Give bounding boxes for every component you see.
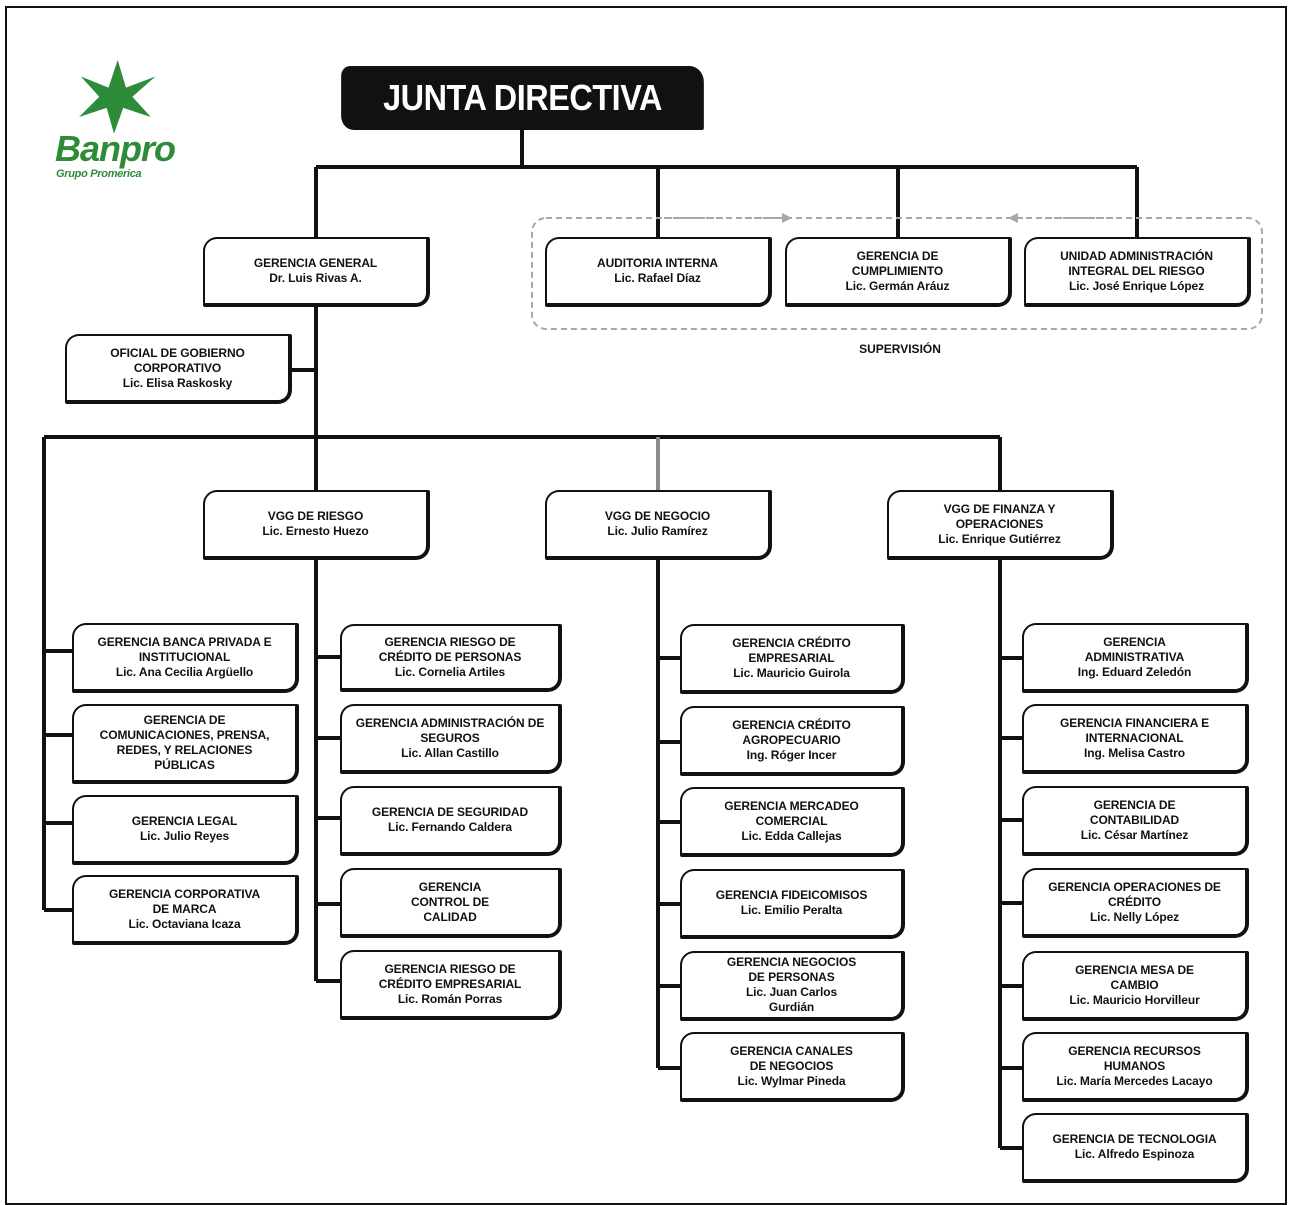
gerencia-fideicomisos-box: GERENCIA FIDEICOMISOS Lic. Emilio Peralt… [680, 869, 905, 939]
box-name: Lic. Román Porras [397, 991, 503, 1006]
box-name: Lic. Allan Castillo [401, 745, 499, 760]
box-name: Lic. Ana Cecilia Argüello [115, 664, 254, 679]
box-title: GERENCIA DE TECNOLOGIA [1052, 1132, 1217, 1146]
box-title: GERENCIA OPERACIONES DE CRÉDITO [1048, 879, 1221, 909]
vgg-negocio-box: VGG DE NEGOCIO Lic. Julio Ramírez [545, 490, 772, 560]
box-name: Lic. Rafael Díaz [614, 271, 701, 285]
box-title: GERENCIA RIESGO DE CRÉDITO EMPRESARIAL [378, 961, 522, 991]
gerencia-negocios-personas-box: GERENCIA NEGOCIOS DE PERSONAS Lic. Juan … [680, 951, 905, 1021]
box-name: Ing. Róger Incer [746, 747, 837, 762]
box-name: Lic. Julio Reyes [139, 829, 230, 843]
box-title: GERENCIA CANALES DE NEGOCIOS [730, 1043, 853, 1073]
box-title: GERENCIA CRÉDITO EMPRESARIAL [732, 635, 851, 665]
logo-subtitle: Grupo Promerica [56, 168, 142, 180]
box-title: GERENCIA CONTROL DE CALIDAD [410, 879, 490, 924]
box-name: Lic. Elisa Raskosky [122, 375, 233, 390]
box-title: GERENCIA MERCADEO COMERCIAL [724, 798, 859, 828]
star-logo-icon [79, 60, 156, 134]
gerencia-comunicaciones-box: GERENCIA DE COMUNICACIONES, PRENSA, REDE… [72, 704, 299, 784]
box-title: AUDITORIA INTERNA [597, 256, 718, 270]
box-name: Lic. José Enrique López [1068, 278, 1205, 293]
box-title: GERENCIA BANCA PRIVADA E INSTITUCIONAL [97, 634, 272, 664]
gerencia-mercadeo-box: GERENCIA MERCADEO COMERCIAL Lic. Edda Ca… [680, 787, 905, 857]
box-name: Lic. Edda Callejas [741, 828, 842, 843]
gerencia-legal-box: GERENCIA LEGAL Lic. Julio Reyes [72, 795, 299, 865]
gerencia-contabilidad-box: GERENCIA DE CONTABILIDAD Lic. César Mart… [1022, 786, 1249, 856]
gerencia-cumplimiento-box: GERENCIA DE CUMPLIMIENTO Lic. Germán Ará… [785, 237, 1012, 307]
box-title: GERENCIA GENERAL [253, 256, 378, 270]
box-title: VGG DE RIESGO [267, 509, 364, 523]
box-title: UNIDAD ADMINISTRACIÓN INTEGRAL DEL RIESG… [1060, 248, 1213, 278]
gerencia-financiera-box: GERENCIA FINANCIERA E INTERNACIONAL Ing.… [1022, 704, 1249, 774]
gerencia-riesgo-empresarial-box: GERENCIA RIESGO DE CRÉDITO EMPRESARIAL L… [340, 950, 562, 1020]
box-name: Lic. Wylmar Pineda [737, 1073, 846, 1088]
box-title: GERENCIA DE COMUNICACIONES, PRENSA, REDE… [99, 713, 270, 772]
box-name: Lic. Octaviana Icaza [128, 916, 241, 931]
gerencia-canales-box: GERENCIA CANALES DE NEGOCIOS Lic. Wylmar… [680, 1032, 905, 1102]
box-title: GERENCIA CRÉDITO AGROPECUARIO [732, 717, 851, 747]
box-name: Lic. Nelly López [1089, 909, 1180, 924]
unidad-riesgo-box: UNIDAD ADMINISTRACIÓN INTEGRAL DEL RIESG… [1024, 237, 1251, 307]
box-title: GERENCIA ADMINISTRATIVA [1084, 634, 1185, 664]
supervision-label: SUPERVISIÓN [859, 342, 941, 356]
box-title: OFICIAL DE GOBIERNO CORPORATIVO [110, 345, 245, 375]
box-title: GERENCIA DE CONTABILIDAD [1089, 797, 1180, 827]
box-name: Ing. Melisa Castro [1084, 745, 1185, 760]
box-name: Lic. Alfredo Espinoza [1074, 1147, 1195, 1161]
page-frame [5, 6, 1287, 1205]
box-title: GERENCIA ADMINISTRACIÓN DE SEGUROS [355, 715, 545, 745]
box-name: Lic. María Mercedes Lacayo [1056, 1073, 1213, 1088]
gerencia-credito-empresarial-box: GERENCIA CRÉDITO EMPRESARIAL Lic. Mauric… [680, 624, 905, 694]
vgg-finanza-box: VGG DE FINANZA Y OPERACIONES Lic. Enriqu… [887, 490, 1114, 560]
box-name: Lic. Germán Aráuz [845, 278, 950, 293]
box-name: Lic. Julio Ramírez [607, 524, 708, 538]
box-name: Lic. Mauricio Horvilleur [1069, 992, 1200, 1007]
box-name: Ing. Eduard Zeledón [1077, 664, 1192, 679]
box-title: VGG DE NEGOCIO [604, 509, 711, 523]
gerencia-credito-agropecuario-box: GERENCIA CRÉDITO AGROPECUARIO Ing. Róger… [680, 706, 905, 776]
gerencia-control-calidad-box: GERENCIA CONTROL DE CALIDAD [340, 868, 562, 938]
box-name: Lic. Cornelia Artiles [394, 664, 506, 679]
box-title: GERENCIA LEGAL [131, 814, 238, 828]
gerencia-tecnologia-box: GERENCIA DE TECNOLOGIA Lic. Alfredo Espi… [1022, 1113, 1249, 1183]
gerencia-riesgo-personas-box: GERENCIA RIESGO DE CRÉDITO DE PERSONAS L… [340, 624, 562, 692]
box-title: VGG DE FINANZA Y OPERACIONES [943, 501, 1056, 531]
box-title: GERENCIA MESA DE CAMBIO [1075, 962, 1194, 992]
box-name: Lic. Enrique Gutiérrez [938, 531, 1061, 546]
box-title: GERENCIA DE SEGURIDAD [371, 805, 529, 819]
box-title: GERENCIA CORPORATIVA DE MARCA [108, 886, 261, 916]
box-title: GERENCIA RECURSOS HUMANOS [1068, 1043, 1201, 1073]
box-name: Lic. César Martínez [1080, 827, 1189, 842]
logo-name: Banpro [55, 128, 176, 169]
gerencia-operaciones-credito-box: GERENCIA OPERACIONES DE CRÉDITO Lic. Nel… [1022, 868, 1249, 938]
gerencia-seguridad-box: GERENCIA DE SEGURIDAD Lic. Fernando Cald… [340, 786, 562, 856]
gerencia-mesa-cambio-box: GERENCIA MESA DE CAMBIO Lic. Mauricio Ho… [1022, 951, 1249, 1021]
gerencia-banca-privada-box: GERENCIA BANCA PRIVADA E INSTITUCIONAL L… [72, 623, 299, 693]
auditoria-interna-box: AUDITORIA INTERNA Lic. Rafael Díaz [545, 237, 772, 307]
box-name: Lic. Emilio Peralta [740, 903, 843, 917]
gerencia-general-box: GERENCIA GENERAL Dr. Luis Rivas A. [203, 237, 430, 307]
vgg-riesgo-box: VGG DE RIESGO Lic. Ernesto Huezo [203, 490, 430, 560]
gerencia-recursos-humanos-box: GERENCIA RECURSOS HUMANOS Lic. María Mer… [1022, 1032, 1249, 1102]
box-name: Lic. Ernesto Huezo [262, 524, 369, 538]
box-title: GERENCIA DE CUMPLIMIENTO [851, 248, 944, 278]
box-title: GERENCIA RIESGO DE CRÉDITO DE PERSONAS [378, 634, 522, 664]
box-title: GERENCIA NEGOCIOS DE PERSONAS [726, 955, 857, 984]
gerencia-seguros-box: GERENCIA ADMINISTRACIÓN DE SEGUROS Lic. … [340, 704, 562, 774]
box-name: Lic. Juan Carlos Gurdián [745, 985, 838, 1014]
box-name: Lic. Fernando Caldera [388, 820, 512, 834]
junta-directiva-title: JUNTA DIRECTIVA [341, 66, 704, 130]
gerencia-marca-box: GERENCIA CORPORATIVA DE MARCA Lic. Octav… [72, 875, 299, 945]
box-title: GERENCIA FIDEICOMISOS [715, 888, 868, 902]
box-name: Dr. Luis Rivas A. [269, 271, 362, 285]
box-title: GERENCIA FINANCIERA E INTERNACIONAL [1059, 715, 1210, 745]
oficial-gobierno-box: OFICIAL DE GOBIERNO CORPORATIVO Lic. Eli… [65, 334, 292, 404]
box-name: Lic. Mauricio Guirola [733, 665, 850, 680]
gerencia-administrativa-box: GERENCIA ADMINISTRATIVA Ing. Eduard Zele… [1022, 623, 1249, 693]
